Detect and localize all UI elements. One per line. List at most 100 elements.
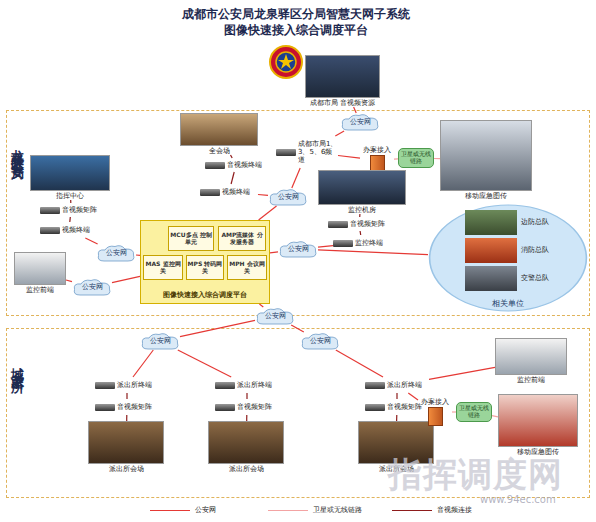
node-label: 城乡派出所: [10, 357, 25, 372]
network-connector: [270, 252, 278, 253]
cloud-node: 公安网: [278, 240, 318, 258]
device-icon: [200, 189, 220, 196]
dev-node: 音视频终端: [205, 158, 267, 172]
network-connector: [408, 393, 418, 400]
photo-node: 全会场: [180, 113, 258, 155]
network-connector: [178, 350, 231, 377]
node-label: 成都市局1、3、5、6频道: [298, 140, 338, 164]
network-connector: [318, 246, 333, 247]
plat-node: 图像快速接入综合调度平台MCU多点 控制单元AMP流媒体 分发服务器MAS 监控…: [140, 220, 270, 304]
node-label: MCU多点 控制单元: [169, 232, 213, 246]
node-label: 公安网: [278, 193, 299, 201]
node-label: 音视频矩阵: [237, 403, 272, 411]
network-connector: [112, 276, 140, 282]
node-label: 卫星或无线链路: [457, 405, 491, 419]
section-band: 龙泉驿区公安局全会场音视频终端视频终端成都市局1、3、5、6频道办案接入卫星或无…: [6, 110, 590, 316]
node-label: MPS 转码网关: [187, 261, 223, 275]
node-label: 移动应急图传: [440, 191, 532, 200]
network-connector: [231, 155, 233, 158]
dev-node: 派出所终端: [215, 377, 279, 393]
firewall-icon: [428, 407, 443, 426]
node-label: 派出所会场: [208, 464, 284, 473]
node-label: 监控机房: [318, 205, 406, 214]
node-label: 派出所终端: [387, 381, 422, 389]
cloud-outline: [342, 115, 378, 130]
network-connector: [492, 416, 498, 417]
node-label: 边防总队: [521, 218, 549, 226]
side-node: 交警总队: [465, 266, 573, 291]
node-label: 派出所会场: [88, 464, 164, 473]
network-connector: [396, 415, 397, 421]
side-node: 边防总队: [465, 210, 573, 235]
watermark-text: www.94ec.com: [480, 494, 556, 505]
network-connector: [133, 350, 153, 377]
network-connector: [85, 238, 97, 244]
photo-image: [88, 421, 164, 464]
photo-node: 派出所会场: [208, 421, 284, 473]
cloud-node: 公安网: [268, 188, 308, 206]
device-icon: [215, 404, 235, 411]
node-label: 派出所终端: [117, 381, 152, 389]
cloud-outline: [302, 334, 338, 349]
node-label: 视频终端: [222, 188, 250, 196]
network-connector: [180, 320, 255, 336]
node-label: 龙泉驿区公安局: [10, 139, 25, 160]
node-label: MAS 监控网关: [144, 261, 182, 275]
node-label: 派出所终端: [237, 381, 272, 389]
node-label: 消防总队: [521, 246, 549, 254]
node-label: 公安网: [350, 118, 371, 126]
cloud-outline: [98, 246, 134, 261]
network-connector: [452, 411, 456, 412]
legend-text: 卫星或无线链路: [313, 505, 362, 515]
network-connector: [126, 415, 127, 421]
device-icon: [95, 382, 115, 389]
dev-node: 成都市局1、3、5、6频道: [276, 136, 338, 168]
photo-image: [498, 394, 578, 447]
node-label: 音视频终端: [227, 161, 262, 169]
tag-node: 卫星或无线链路: [398, 148, 434, 168]
watermark-text: 指挥调度网: [388, 452, 563, 498]
network-connector: [292, 168, 300, 188]
tag-node: 卫星或无线链路: [456, 402, 492, 422]
device-icon: [215, 382, 235, 389]
fw-node: 办案接入: [418, 398, 452, 426]
dev-node: 监控终端: [333, 235, 391, 251]
node-label: 音视频矩阵: [117, 403, 152, 411]
police-badge: [268, 44, 304, 80]
pbox-node: MCU多点 控制单元: [168, 226, 214, 251]
side-node: 消防总队: [465, 238, 573, 263]
photo-image: [465, 238, 517, 263]
cloud-node: 公安网: [300, 332, 340, 350]
network-connector: [318, 250, 428, 255]
dev-node: 音视频矩阵: [95, 399, 159, 415]
network-connector: [69, 217, 71, 222]
dev-node: 音视频矩阵: [215, 399, 279, 415]
pbox-node: MPS 转码网关: [186, 255, 224, 280]
cloud-node: 公安网: [96, 244, 136, 262]
dev-node: 视频终端: [200, 184, 258, 200]
cloud-node: 公安网: [255, 307, 295, 325]
node-label: MPH 会议网关: [228, 261, 266, 275]
node-label: 交警总队: [521, 274, 549, 282]
network-connector: [354, 107, 357, 113]
photo-image: [465, 210, 517, 235]
pbox-node: MPH 会议网关: [227, 255, 267, 280]
node-label: 监控前端: [495, 375, 567, 384]
cloud-outline: [74, 280, 110, 295]
network-connector: [66, 280, 72, 282]
photo-node: 监控前端: [14, 252, 66, 294]
node-label: 全会场: [180, 146, 258, 155]
photo-image: [14, 252, 66, 285]
network-connector: [360, 231, 362, 235]
dev-node: 音视频矩阵: [328, 217, 390, 231]
network-connector: [338, 156, 360, 159]
device-icon: [95, 404, 115, 411]
photo-image: [208, 421, 284, 464]
photo-image: [180, 113, 258, 146]
diagram-title: 成都市公安局龙泉驿区分局智慧天网子系统 图像快速接入综合调度平台: [176, 6, 416, 38]
dev-node: 音视频矩阵: [40, 203, 102, 217]
network-connector: [136, 254, 140, 256]
node-label: 卫星或无线链路: [399, 151, 433, 165]
cloud-node: 公安网: [340, 113, 380, 131]
